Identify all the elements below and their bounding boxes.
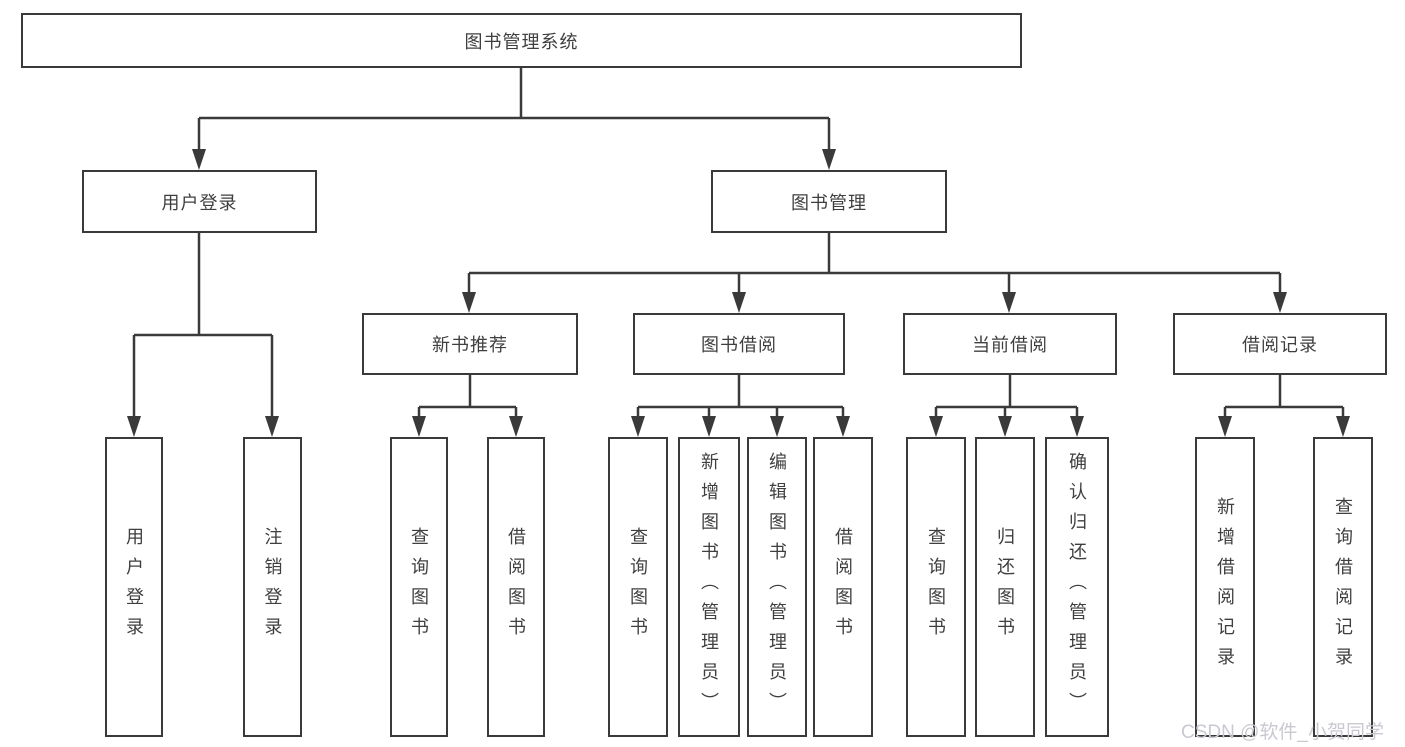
node-label: 查询图书 <box>409 527 429 647</box>
node-label: 新增借阅记录 <box>1215 497 1235 677</box>
leaf-user-login: 用户登录 <box>105 437 163 737</box>
leaf-borrow-books-recommend: 借阅图书 <box>487 437 545 737</box>
node-book-borrow: 图书借阅 <box>633 313 845 375</box>
node-root-library-system: 图书管理系统 <box>21 13 1022 68</box>
node-label: 新书推荐 <box>432 335 508 355</box>
node-label: 归还图书 <box>995 527 1015 647</box>
leaf-add-books-admin: 新增图书（管理员） <box>678 437 740 737</box>
node-label: 查询借阅记录 <box>1333 497 1353 677</box>
node-label: 借阅图书 <box>833 527 853 647</box>
node-label: 新增图书（管理员） <box>699 452 719 722</box>
node-label: 借阅图书 <box>506 527 526 647</box>
node-label: 用户登录 <box>124 527 144 647</box>
node-borrow-records: 借阅记录 <box>1173 313 1387 375</box>
leaf-confirm-return-admin: 确认归还（管理员） <box>1045 437 1109 737</box>
node-current-borrow: 当前借阅 <box>903 313 1117 375</box>
node-new-book-recommend: 新书推荐 <box>362 313 578 375</box>
leaf-return-books: 归还图书 <box>975 437 1035 737</box>
node-label: 注销登录 <box>262 527 283 647</box>
leaf-add-borrow-record: 新增借阅记录 <box>1195 437 1255 737</box>
node-label: 借阅记录 <box>1242 335 1318 355</box>
node-label: 确认归还（管理员） <box>1067 452 1087 722</box>
leaf-borrow-books: 借阅图书 <box>813 437 873 737</box>
leaf-query-books-recommend: 查询图书 <box>390 437 448 737</box>
leaf-query-borrow-record: 查询借阅记录 <box>1313 437 1373 737</box>
leaf-edit-books-admin: 编辑图书（管理员） <box>747 437 807 737</box>
node-label: 查询图书 <box>926 527 946 647</box>
node-label: 图书管理 <box>791 192 867 213</box>
node-label: 查询图书 <box>628 527 648 647</box>
node-label: 图书管理系统 <box>464 31 579 52</box>
node-user-login-group: 用户登录 <box>82 170 317 233</box>
csdn-watermark: CSDN @软件_小贺同学 <box>1181 722 1384 743</box>
leaf-logout: 注销登录 <box>243 437 302 737</box>
node-book-management-group: 图书管理 <box>711 170 947 233</box>
node-label: 图书借阅 <box>701 335 777 355</box>
node-label: 编辑图书（管理员） <box>767 452 787 722</box>
node-label: 用户登录 <box>161 192 238 213</box>
leaf-query-books-borrow: 查询图书 <box>608 437 668 737</box>
node-label: 当前借阅 <box>972 335 1048 355</box>
leaf-query-books-current: 查询图书 <box>906 437 966 737</box>
